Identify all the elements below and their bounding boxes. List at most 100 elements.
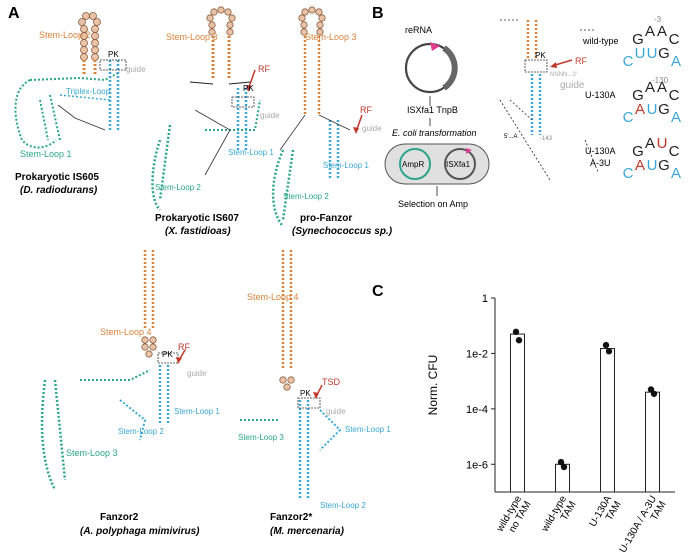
b-num130-label: -130 (652, 76, 669, 85)
fanzor2-beads (141, 336, 157, 358)
selection-label: Selection on Amp (398, 199, 468, 209)
variant-1-bottom-nt-1: A (635, 101, 645, 118)
is605-pk-label: PK (108, 50, 119, 59)
fanzor2-rf-label: RF (178, 342, 190, 352)
panel-label-b: B (372, 5, 384, 22)
fanzor2star-sl2-label: Stem-Loop 2 (320, 501, 366, 510)
y-axis-label: Norm. CFU (426, 355, 440, 416)
variant-0-bottom-nt-1: U (635, 45, 646, 62)
profanzor-sl3-label: Stem-Loop 3 (305, 32, 357, 42)
is605-title: Prokaryotic IS605 (15, 172, 99, 183)
variant-0-top-nt-2: A (657, 23, 667, 40)
data-point (650, 390, 658, 397)
fanzor2-title: Fanzor2 (100, 512, 139, 523)
rerna-label: reRNA (405, 25, 432, 35)
panel-label-a: A (8, 5, 20, 22)
data-point (515, 337, 523, 344)
tnpb-gene-arc (442, 45, 458, 91)
bar (510, 333, 525, 493)
is607-sl3-label: Stem-Loop 3 (166, 32, 218, 42)
structure-profanzor: Stem-Loop 3 RF guide Stem-Loop 1 Stem-Lo… (271, 6, 393, 237)
variant-1-bottom-nt-4: A (671, 109, 681, 126)
variant-2-bottom-nt-3: G (658, 157, 670, 174)
fanzor2star-pk-label: PK (300, 389, 311, 398)
tnpb-label: ISXfa1 TnpB (407, 105, 458, 115)
variant-label-2b: A-3U (590, 158, 611, 168)
schematic-b: reRNA ISXfa1 TnpB E. coli transformation… (384, 15, 681, 209)
variant-2-top-nt-1: A (645, 135, 655, 152)
bar (645, 391, 660, 493)
transform-label: E. coli transformation (392, 128, 477, 138)
is605-guide-label: guide (126, 65, 146, 74)
is607-sl2-label: Stem-Loop 2 (155, 183, 201, 192)
profanzor-rf-label: RF (360, 105, 372, 115)
variant-1-bottom-nt-2: U (647, 101, 658, 118)
fanzor2-pk-label: PK (162, 350, 173, 359)
variant-0-bottom-nt-2: U (647, 45, 658, 62)
variant-0-bottom-nt-4: A (671, 53, 681, 70)
is607-guide-label: guide (260, 111, 280, 120)
variant-0-bottom-nt-3: G (658, 45, 670, 62)
isxfa1-label: ISXfa1 (446, 160, 471, 169)
variant-0-top-nt-0: G (632, 31, 644, 48)
variant-1-top-nt-2: A (657, 79, 667, 96)
ecoli-cell (384, 143, 490, 185)
variant-2-bottom-nt-4: A (671, 165, 681, 182)
b-guide-label: guide (560, 80, 585, 91)
variant-1-top-nt-3: C (669, 87, 680, 104)
fanzor2star-sl3-label: Stem-Loop 3 (238, 433, 284, 442)
x-tick-label: wild-typeno TAM (494, 494, 534, 540)
fanzor2-species: (A. polyphaga mimivirus) (80, 526, 200, 537)
fanzor2-sl3-label: Stem-Loop 3 (66, 448, 118, 458)
fanzor2-sl1-label: Stem-Loop 1 (174, 407, 220, 416)
is605-sl2-label: Stem-Loop 2 (39, 30, 91, 40)
fanzor2star-tsd-label: TSD (322, 377, 341, 387)
fanzor2star-guide-label: guide (326, 407, 346, 416)
is607-stemloop3-beads (206, 6, 236, 36)
fanzor2-guide-label: guide (187, 369, 207, 378)
variant-2-top-nt-2: U (657, 135, 668, 152)
variant-1-bottom-nt-0: C (623, 109, 634, 126)
data-point (605, 348, 613, 355)
variant-1-bottom-nt-3: G (658, 101, 670, 118)
is605-sl1-label: Stem-Loop 1 (20, 149, 72, 159)
variant-2-bottom-nt-2: U (647, 157, 658, 174)
profanzor-title: pro-Fanzor (300, 213, 352, 224)
structure-is607: Stem-Loop 3 PK RF guide Stem-Loop 1 Stem… (151, 6, 280, 237)
y-tick-label: 1e-2 (466, 348, 488, 360)
variant-0-bottom-nt-0: C (623, 53, 634, 70)
fanzor2star-sl1-label: Stem-Loop 1 (345, 425, 391, 434)
ampr-label: AmpR (402, 160, 424, 169)
x-tick-label: U-130A / A-3UTAM (618, 494, 669, 556)
is607-species: (X. fastidioas) (165, 226, 231, 237)
b-pk-label: PK (535, 51, 546, 60)
profanzor-guide-label: guide (362, 124, 382, 133)
variant-2-top-nt-3: C (669, 143, 680, 160)
data-point (512, 328, 520, 336)
variant-label-1: U-130A (585, 90, 616, 100)
is607-title: Prokaryotic IS607 (155, 213, 239, 224)
fanzor2-sl4-label: Stem-Loop 4 (100, 327, 152, 337)
bar (600, 348, 615, 493)
variant-label-2a: U-130A (585, 146, 616, 156)
variant-2-top-nt-0: G (632, 143, 644, 160)
is605-species: (D. radiodurans) (20, 185, 98, 196)
y-tick-label: 1e-4 (466, 404, 488, 416)
b-num3-label: -3 (654, 15, 662, 24)
is607-pk-label: PK (243, 84, 254, 93)
x-tick-label: wild-typeTAM (539, 494, 579, 540)
structure-is605: Stem-Loop 2 PK guide Triplex-Loop Stem-L… (14, 12, 146, 196)
is605-triplex-label: Triplex-Loop (66, 87, 111, 96)
y-tick-label: 1 (482, 293, 488, 305)
variant-0-top-nt-1: A (645, 23, 655, 40)
data-point (602, 341, 610, 349)
variant-label-0: wild-type (582, 36, 619, 46)
b-num143-label: -143 (540, 136, 553, 142)
structure-fanzor2-star: Stem-Loop 4 PK TSD guide Stem-Loop 1 Ste… (238, 250, 391, 537)
data-point (560, 463, 568, 471)
is607-sl1-label: Stem-Loop 1 (228, 148, 274, 157)
variant-2-bottom-nt-1: A (635, 157, 645, 174)
profanzor-species: (Synechococcus sp.) (292, 226, 393, 237)
